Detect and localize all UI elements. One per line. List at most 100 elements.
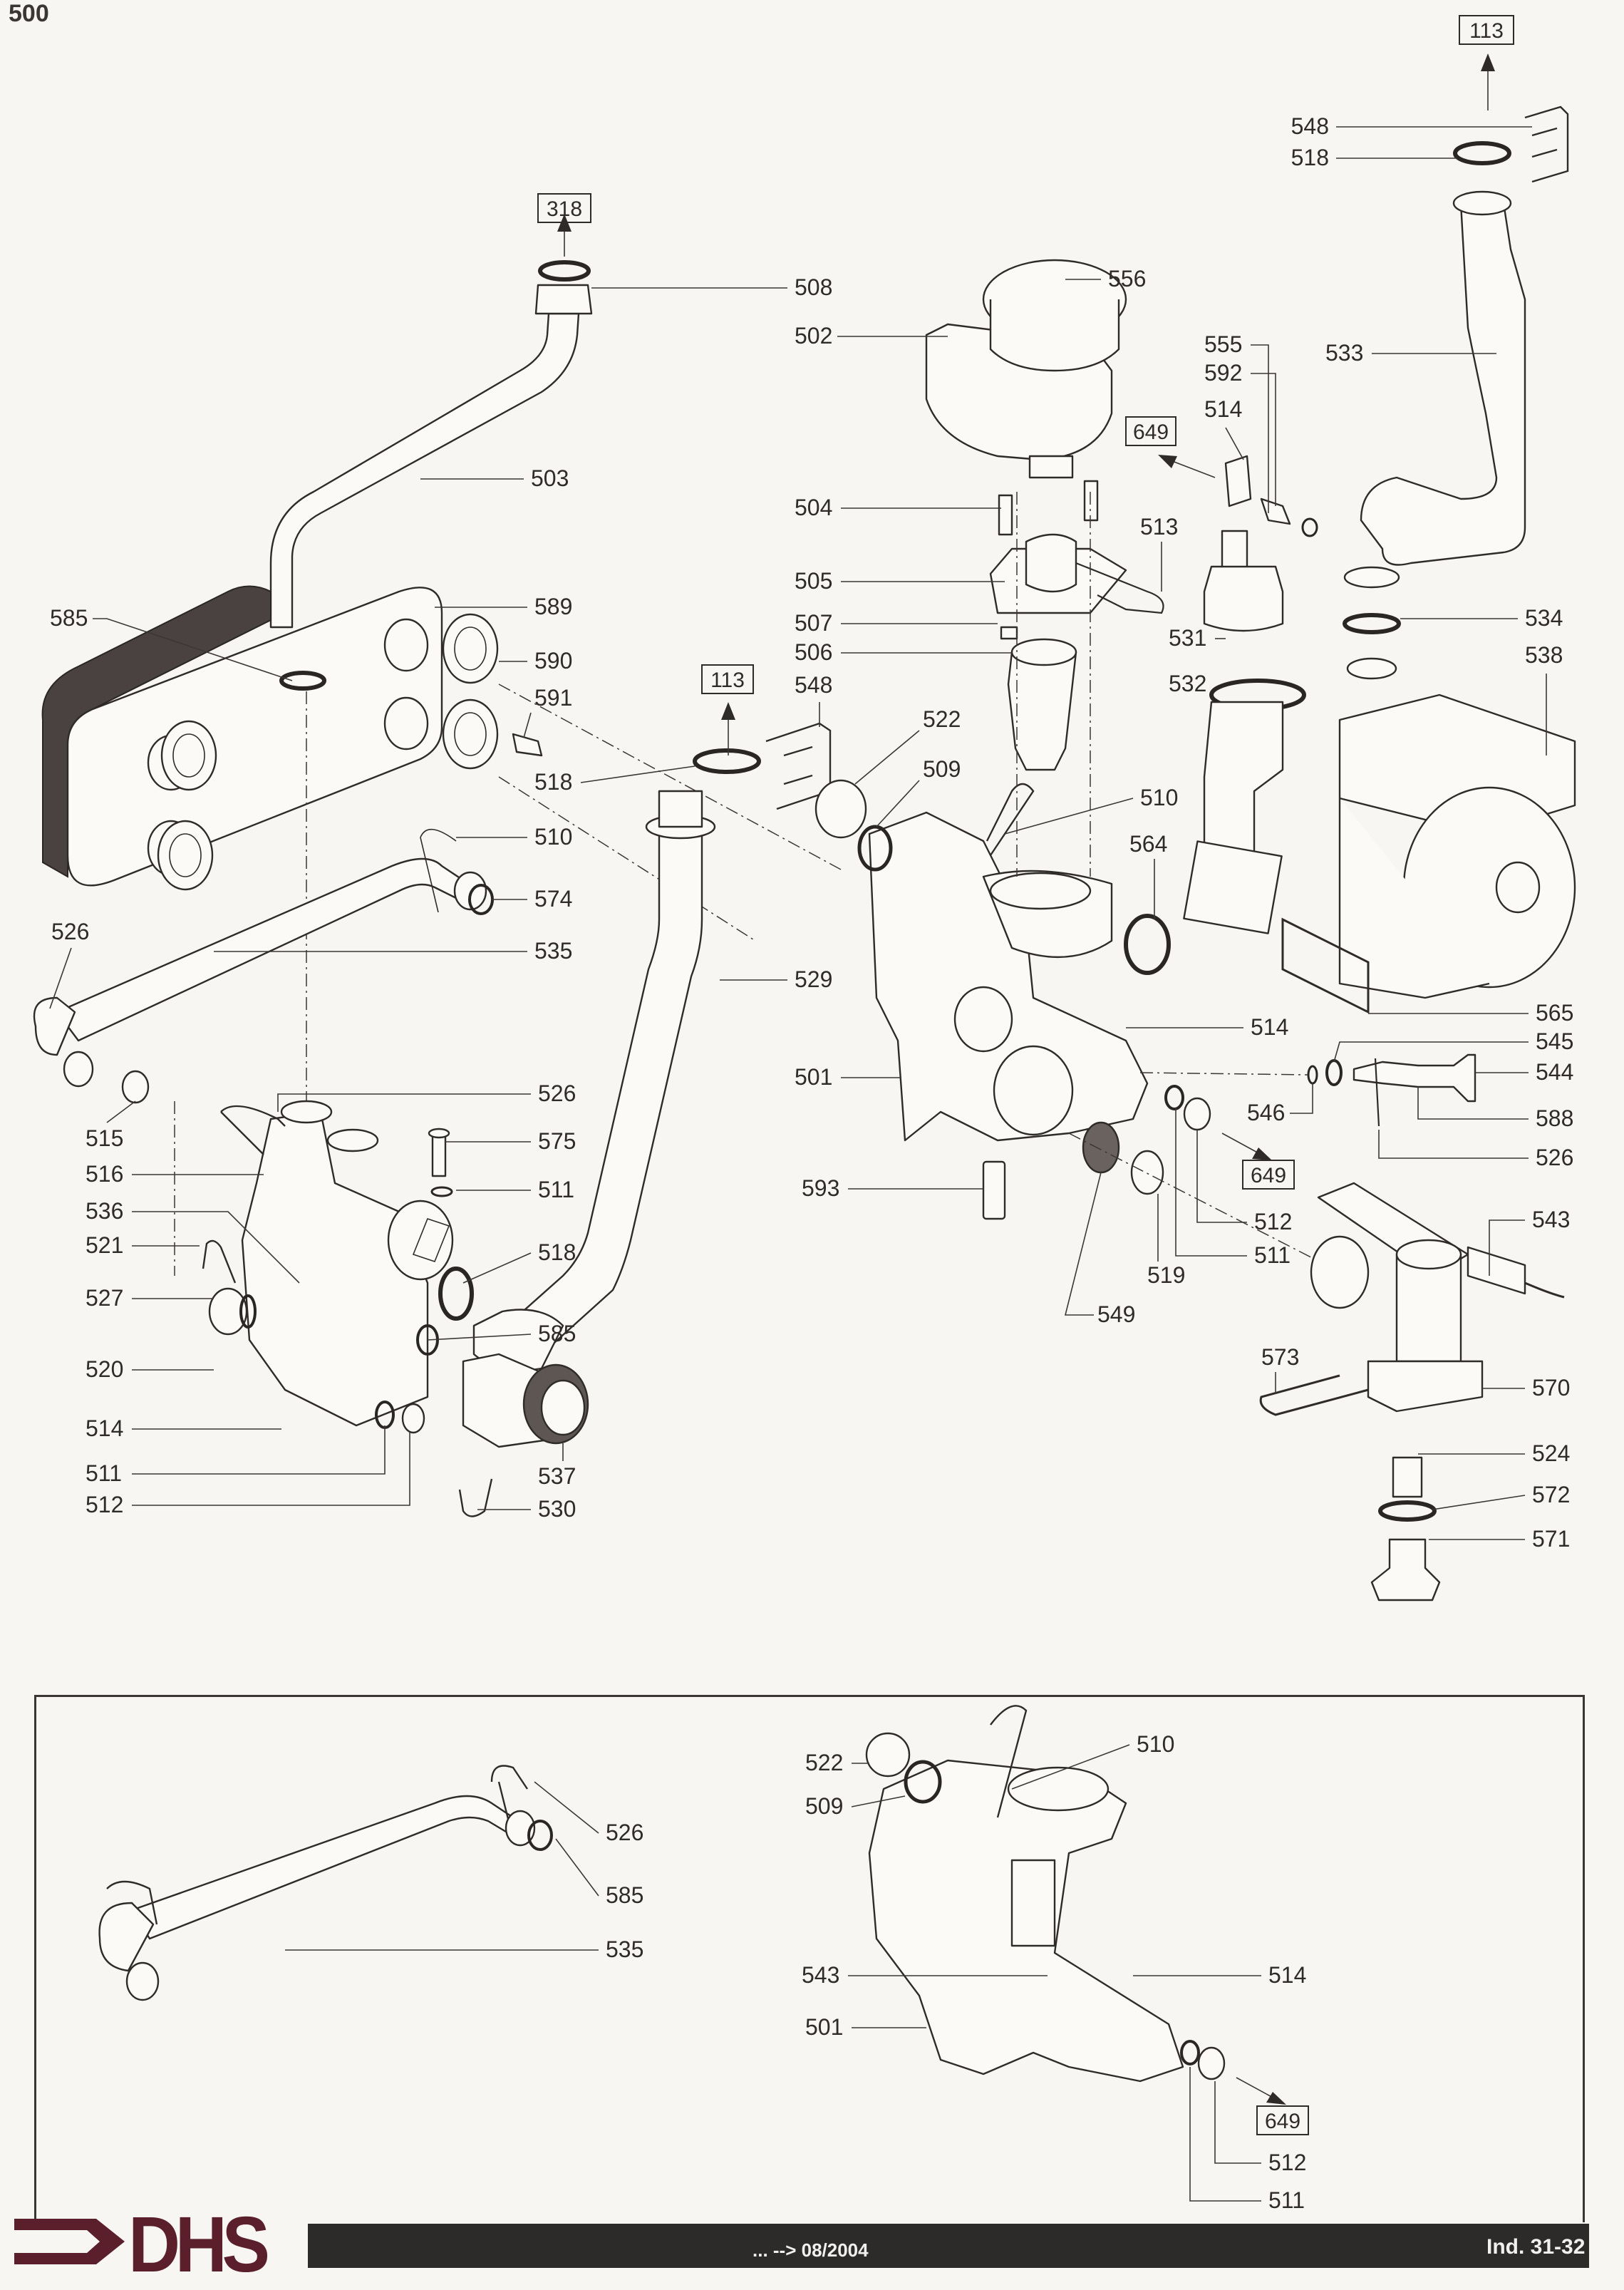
part-label-l510a: 510 [534, 824, 572, 850]
flow-switch-570 [1310, 1182, 1565, 1413]
part-label-l544: 544 [1536, 1059, 1573, 1085]
part-label-l512b: 512 [86, 1492, 123, 1517]
part-label-l529: 529 [795, 966, 832, 992]
leader-line-l585a [93, 618, 293, 681]
part-label-l527: 527 [86, 1285, 123, 1311]
part-label-l530: 530 [538, 1496, 576, 1522]
part-label-l574: 574 [534, 886, 572, 912]
bracket-505 [989, 533, 1164, 614]
leader-line-l509 [876, 780, 920, 827]
reference-113-top-label: 113 [1469, 19, 1504, 43]
part-label-l535: 535 [534, 938, 572, 964]
fitting-512 [1183, 1097, 1211, 1131]
part-label-l522: 522 [805, 1750, 843, 1775]
part-label-l526: 526 [606, 1820, 643, 1845]
leader-line-l546 [1290, 1083, 1313, 1114]
leader-line-l555 [1251, 344, 1269, 513]
clip-521 [202, 1239, 237, 1284]
leader-line-l509 [851, 1795, 906, 1807]
part-label-l531: 531 [1169, 625, 1206, 651]
screw-504 [998, 480, 1099, 536]
leader-line-l526 [534, 1781, 599, 1834]
heat-exchanger-589 [41, 585, 443, 887]
part-label-l588: 588 [1536, 1105, 1573, 1131]
part-label-l564: 564 [1129, 831, 1167, 857]
valve-575 [428, 1128, 453, 1197]
leader-line-l514a [1225, 427, 1244, 460]
axis-line [498, 776, 756, 942]
pressure-valve-544 [1307, 1053, 1476, 1127]
part-label-l501: 501 [795, 1064, 832, 1090]
part-label-l526b: 526 [1536, 1145, 1573, 1170]
part-label-l515: 515 [86, 1125, 123, 1151]
part-label-l511b: 511 [1254, 1242, 1291, 1268]
leader-line-l512b [132, 1433, 410, 1506]
part-label-l519: 519 [1147, 1262, 1185, 1288]
axis-line [1139, 1072, 1308, 1076]
part-label-l575: 575 [538, 1128, 576, 1154]
part-label-l518a: 518 [1291, 145, 1329, 170]
hydraulic-block-516 [208, 1100, 589, 1448]
leader-line-l510b [1004, 798, 1134, 835]
part-label-l556: 556 [1108, 266, 1146, 292]
part-label-l572: 572 [1532, 1482, 1570, 1507]
leader-line-l591 [523, 712, 532, 738]
leader-line-l511 [1189, 2067, 1261, 2202]
part-label-l506: 506 [795, 639, 832, 665]
leader-line-l572 [1432, 1495, 1526, 1510]
part-label-l533: 533 [1325, 340, 1363, 366]
part-label-l508: 508 [795, 274, 832, 300]
bypass-pipe-535 [33, 828, 494, 1104]
part-label-l520: 520 [86, 1356, 123, 1382]
part-label-l548b: 548 [795, 672, 832, 698]
part-label-l534: 534 [1525, 605, 1563, 631]
part-label-l511c: 511 [86, 1460, 122, 1486]
part-label-l570: 570 [1532, 1375, 1570, 1401]
part-label-l510b: 510 [1140, 785, 1178, 810]
clip-573 [1259, 1374, 1369, 1416]
reference-649-mid-label: 649 [1251, 1164, 1286, 1187]
leader-line-l512 [1214, 2081, 1261, 2164]
part-label-l524: 524 [1532, 1440, 1570, 1466]
leader-line-l588 [1417, 1087, 1529, 1120]
part-label-l565: 565 [1536, 1000, 1573, 1026]
pipe-503 [269, 260, 593, 629]
part-label-l502: 502 [795, 323, 832, 349]
pump-538 [1183, 566, 1576, 1014]
part-label-l585b: 585 [538, 1321, 576, 1346]
clip-510-main [986, 783, 1035, 856]
part-label-l518c: 518 [538, 1239, 576, 1265]
part-label-l543: 543 [802, 1962, 839, 1988]
reference-649-top-label: 649 [1133, 421, 1169, 444]
part-label-l535: 535 [606, 1936, 643, 1962]
part-label-l543: 543 [1532, 1207, 1570, 1232]
part-label-l514c: 514 [86, 1415, 123, 1441]
inset-hydraulic-block-501 [865, 1705, 1226, 2083]
part-label-l591: 591 [534, 685, 572, 711]
part-label-l521: 521 [86, 1232, 123, 1258]
footer-date-range: ... --> 08/2004 [752, 2239, 869, 2261]
brand-logo-icon [14, 2219, 125, 2264]
part-label-l555: 555 [1204, 331, 1242, 357]
footer-bar [308, 2224, 1589, 2268]
part-label-l512: 512 [1268, 2150, 1306, 2175]
pipe-533 [1360, 105, 1569, 566]
reference-649-inset-label: 649 [1265, 2110, 1300, 2133]
part-label-l589: 589 [534, 594, 572, 619]
leader-line-l515 [106, 1100, 136, 1123]
clip-530 [458, 1478, 493, 1517]
clip-526-left [220, 1105, 286, 1155]
reference-318-label: 318 [547, 197, 582, 221]
page-number: 500 [9, 0, 49, 27]
part-label-l504: 504 [795, 495, 832, 520]
leader-line-l518c [462, 1252, 532, 1284]
part-label-l548a: 548 [1291, 113, 1329, 139]
mesh-549 [1082, 1121, 1120, 1174]
leader-line-l585 [555, 1838, 599, 1897]
part-label-l503: 503 [531, 465, 569, 491]
leader-line-l549 [1064, 1172, 1102, 1316]
part-label-l511a: 511 [538, 1177, 574, 1202]
part-label-l509: 509 [805, 1793, 843, 1819]
